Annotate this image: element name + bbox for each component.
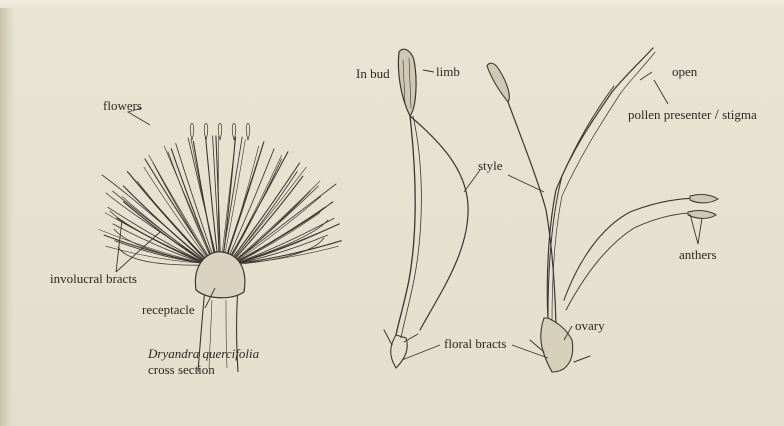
label-involucral-bracts: involucral bracts — [50, 271, 137, 286]
bud-flower-drawing — [384, 49, 468, 368]
label-slash: / — [715, 107, 719, 123]
flower-loop — [190, 124, 193, 141]
label-pollen-presenter: pollen presenter — [628, 107, 711, 122]
label-flowers: flowers — [103, 98, 142, 113]
flower-head-cross-section-drawing — [99, 124, 342, 266]
label-cross-section: cross section — [148, 362, 215, 377]
flower-loop — [246, 124, 249, 141]
style-strand — [122, 196, 206, 263]
style-strand — [145, 159, 212, 263]
label-stigma: stigma — [722, 107, 757, 122]
flower-loop — [232, 124, 235, 141]
label-open: open — [672, 64, 697, 79]
label-species-name: Dryandra quercifolia — [148, 346, 259, 361]
label-pollen-presenter-stigma: pollen presenter / stigma — [628, 107, 757, 123]
label-limb: limb — [436, 64, 460, 79]
label-ovary: ovary — [575, 318, 605, 333]
label-style: style — [478, 158, 503, 173]
style-strand — [99, 230, 202, 264]
label-floral-bracts: floral bracts — [444, 336, 506, 351]
label-in-bud: In bud — [356, 66, 390, 81]
label-anthers: anthers — [679, 247, 717, 262]
label-receptacle: receptacle — [142, 302, 195, 317]
style-strand — [234, 202, 333, 263]
style-strand — [222, 138, 235, 263]
style-strand — [113, 191, 207, 263]
